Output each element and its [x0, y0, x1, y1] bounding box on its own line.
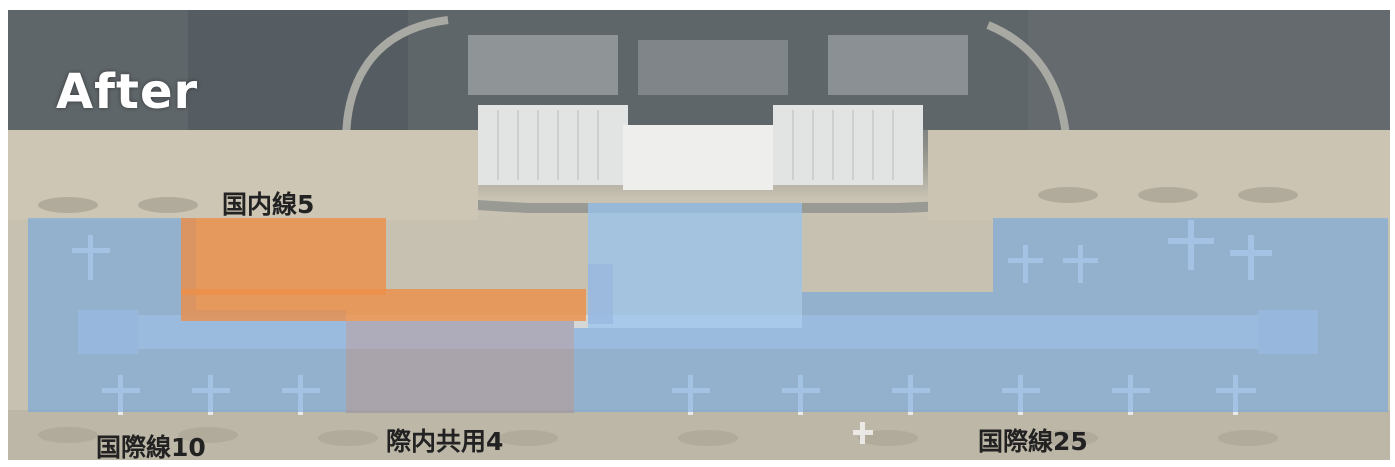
zone-shared-area[interactable] [346, 321, 574, 413]
zone-international-east-strip[interactable] [802, 292, 1314, 328]
zone-international-west-area[interactable] [28, 218, 196, 310]
zone-label-international-west: 国際線10 [96, 433, 206, 460]
zone-domestic-area[interactable] [181, 218, 386, 295]
aerial-map[interactable]: After 国内線5 際内共用4 国際線10 国際線25 [8, 10, 1390, 460]
zone-international-east-area[interactable] [993, 218, 1388, 292]
zone-label-international-east: 国際線25 [978, 427, 1088, 456]
zone-international-east-lower[interactable] [574, 328, 1314, 412]
zone-domestic-strip[interactable] [181, 289, 586, 321]
zone-label-domestic: 国内線5 [222, 190, 315, 219]
zone-international-west-area-lower[interactable] [28, 310, 346, 412]
zone-international-east-tip[interactable] [1314, 292, 1388, 412]
zone-label-shared: 際内共用4 [386, 427, 504, 456]
zone-central-pier[interactable] [588, 203, 802, 328]
view-label: After [56, 64, 199, 120]
